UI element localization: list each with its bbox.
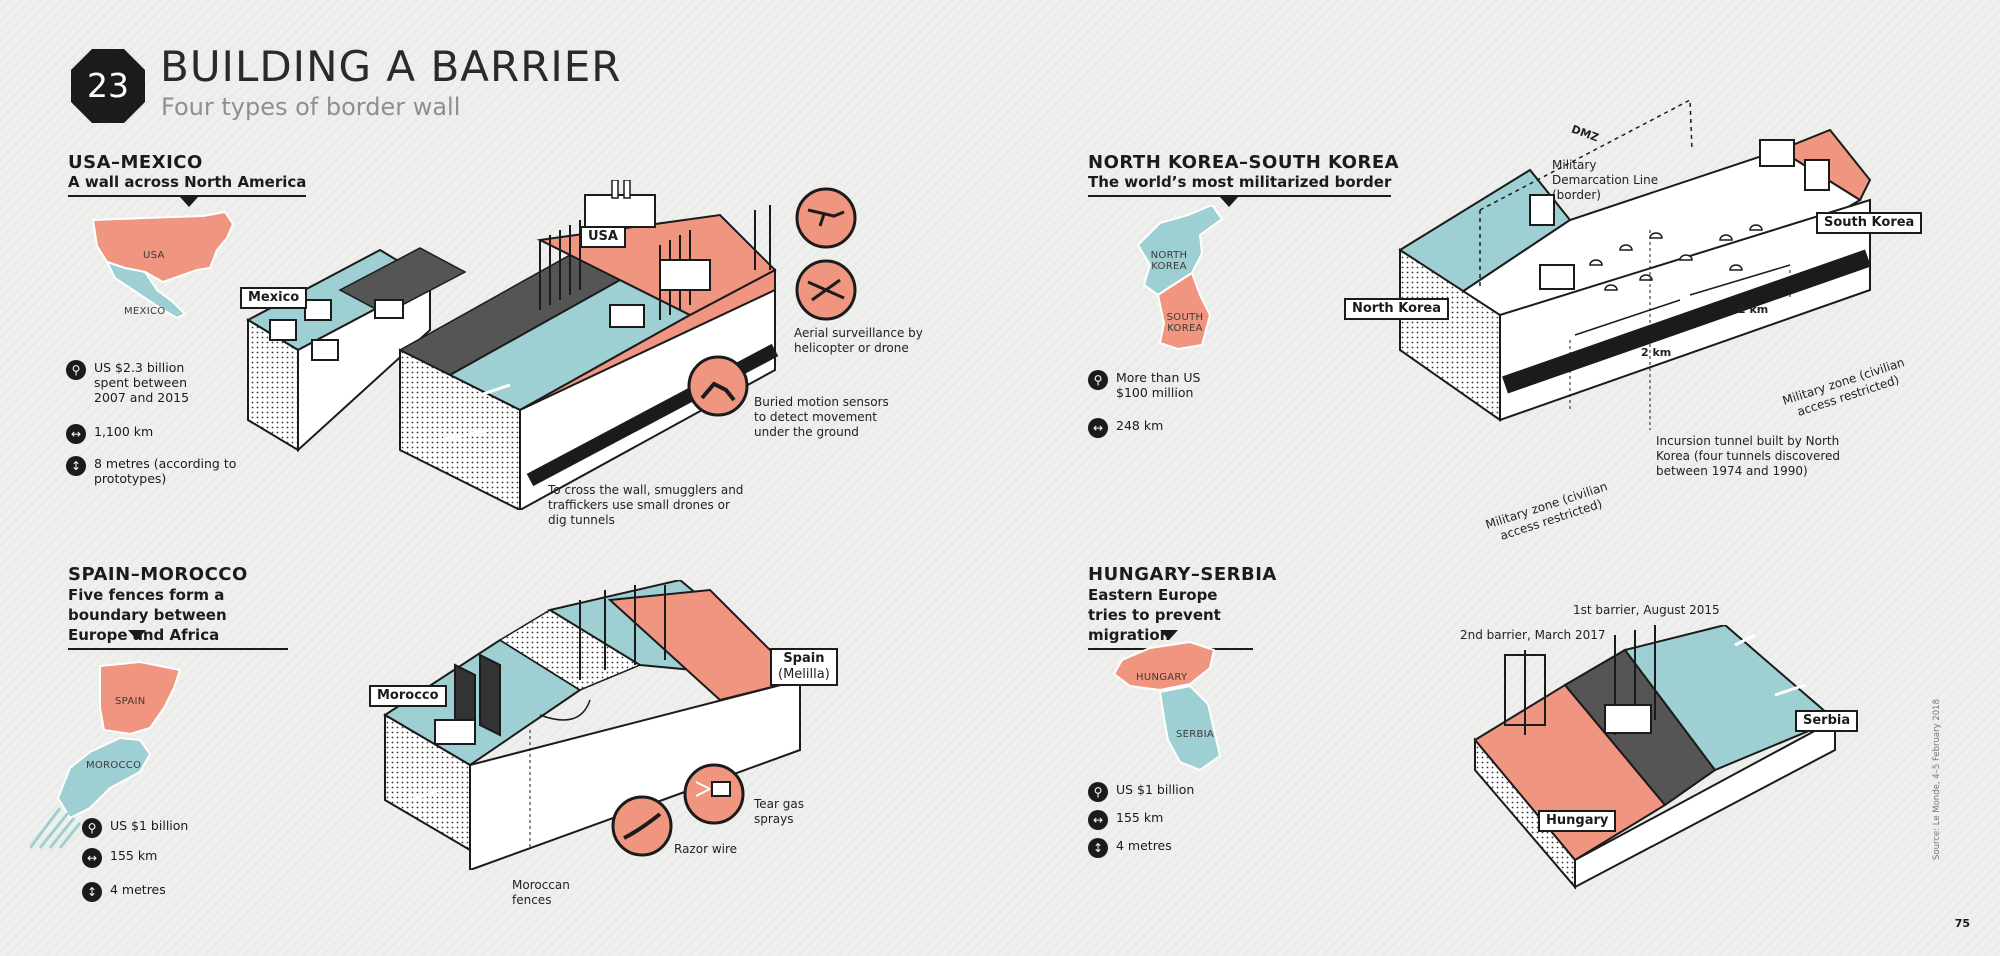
korea-cost: ⚲ More than US $100 million	[1088, 370, 1238, 400]
spain-morocco-cost: ⚲ US $1 billion	[82, 818, 232, 838]
label-2km-right: 2 km	[1738, 303, 1769, 316]
spain-morocco-map	[30, 660, 182, 849]
spain-morocco-height: ↕ 4 metres	[82, 882, 232, 902]
speech-tail	[1160, 630, 1178, 640]
tag-hungary: Hungary	[1538, 810, 1617, 832]
korea-illustration	[1398, 98, 1872, 430]
note-tunnel: Incursion tunnel built by North Korea (f…	[1656, 434, 1841, 478]
map-label-serbia: SERBIA	[1176, 729, 1215, 740]
spain-morocco-title: SPAIN–MOROCCO	[68, 564, 248, 585]
number-badge	[71, 49, 145, 123]
tag-mexico: Mexico	[240, 287, 308, 309]
height-icon: ↕	[66, 456, 86, 476]
note-mdl: Military Demarcation Line (border)	[1552, 158, 1659, 202]
note-zone-left: Military zone (civilian access restricte…	[1483, 479, 1610, 543]
height-icon: ↕	[1088, 838, 1108, 858]
tear-gas-circle-icon	[683, 763, 745, 825]
tag-morocco: Morocco	[369, 685, 447, 707]
usa-mexico-title: USA–MEXICO	[68, 152, 203, 173]
hungary-serbia-height: ↕ 4 metres	[1088, 838, 1238, 858]
speech-tail	[1220, 197, 1238, 207]
hungary-serbia-illustration	[1473, 625, 1837, 890]
map-label-hungary: HUNGARY	[1136, 672, 1188, 683]
hungary-serbia-cost: ⚲ US $1 billion	[1088, 782, 1238, 802]
money-icon: ⚲	[66, 360, 86, 380]
money-icon: ⚲	[1088, 370, 1108, 390]
usa-mexico-length: ↔ 1,100 km	[66, 424, 266, 444]
note-razor: Razor wire	[674, 842, 738, 856]
sensor-circle-icon	[687, 355, 749, 417]
usa-mexico-illustration	[245, 180, 779, 510]
length-icon: ↔	[1088, 810, 1108, 830]
length-icon: ↔	[66, 424, 86, 444]
note-aerial: Aerial surveillance by helicopter or dro…	[794, 326, 923, 355]
length-icon: ↔	[82, 848, 102, 868]
hungary-serbia-map	[1112, 640, 1222, 772]
money-icon: ⚲	[1088, 782, 1108, 802]
drone-circle-icon	[795, 187, 857, 249]
map-label-usa: USA	[143, 250, 165, 261]
usa-mexico-cost: ⚲ US $2.3 billion spent between 2007 and…	[66, 360, 266, 405]
spain-morocco-illustration	[383, 580, 804, 870]
height-icon: ↕	[82, 882, 102, 902]
money-icon: ⚲	[82, 818, 102, 838]
note-sensors: Buried motion sensors to detect movement…	[754, 395, 889, 439]
map-label-south-korea: SOUTH KOREA	[1166, 312, 1204, 334]
korea-subtitle: The world’s most militarized border	[1088, 172, 1392, 197]
razor-wire-circle-icon	[611, 795, 673, 857]
note-second-barrier: 2nd barrier, March 2017	[1460, 628, 1606, 642]
tag-spain: Spain (Melilla)	[770, 648, 838, 686]
korea-title: NORTH KOREA–SOUTH KOREA	[1088, 152, 1400, 173]
chapter-number: 23	[87, 66, 129, 105]
tag-usa: USA	[580, 226, 626, 248]
length-icon: ↔	[1088, 418, 1108, 438]
note-fences: Moroccan fences	[512, 878, 570, 907]
map-label-spain: SPAIN	[115, 696, 146, 707]
usa-mexico-height: ↕ 8 metres (according to prototypes)	[66, 456, 266, 486]
helicopter-circle-icon	[795, 259, 857, 321]
hungary-serbia-title: HUNGARY–SERBIA	[1088, 564, 1277, 585]
korea-map	[1136, 205, 1224, 351]
speech-tail	[180, 197, 198, 207]
spain-morocco-subtitle: Five fences form a boundary between Euro…	[68, 585, 288, 650]
korea-length: ↔ 248 km	[1088, 418, 1238, 438]
page-number: 75	[1954, 917, 1970, 930]
map-label-morocco: MOROCCO	[86, 760, 142, 771]
speech-tail	[128, 630, 146, 640]
map-label-mexico: MEXICO	[124, 306, 166, 317]
source-credit: Source: Le Monde, 4–5 February 2018	[1932, 699, 1942, 860]
note-first-barrier: 1st barrier, August 2015	[1573, 603, 1720, 617]
note-teargas: Tear gas sprays	[754, 797, 804, 826]
page-subtitle: Four types of border wall	[161, 93, 461, 121]
tag-serbia: Serbia	[1795, 710, 1859, 732]
hungary-serbia-length: ↔ 155 km	[1088, 810, 1238, 830]
tag-north-korea: North Korea	[1344, 298, 1449, 320]
map-label-north-korea: NORTH KOREA	[1150, 250, 1188, 272]
label-2km-left: 2 km	[1641, 346, 1672, 359]
page-title: BUILDING A BARRIER	[160, 42, 622, 91]
usa-mexico-subtitle: A wall across North America	[68, 172, 307, 197]
spain-morocco-length: ↔ 155 km	[82, 848, 232, 868]
hungary-serbia-subtitle: Eastern Europe tries to prevent migratio…	[1088, 585, 1253, 650]
usa-mexico-map	[91, 210, 235, 320]
note-smugglers: To cross the wall, smugglers and traffic…	[548, 483, 744, 527]
tag-south-korea: South Korea	[1816, 212, 1923, 234]
